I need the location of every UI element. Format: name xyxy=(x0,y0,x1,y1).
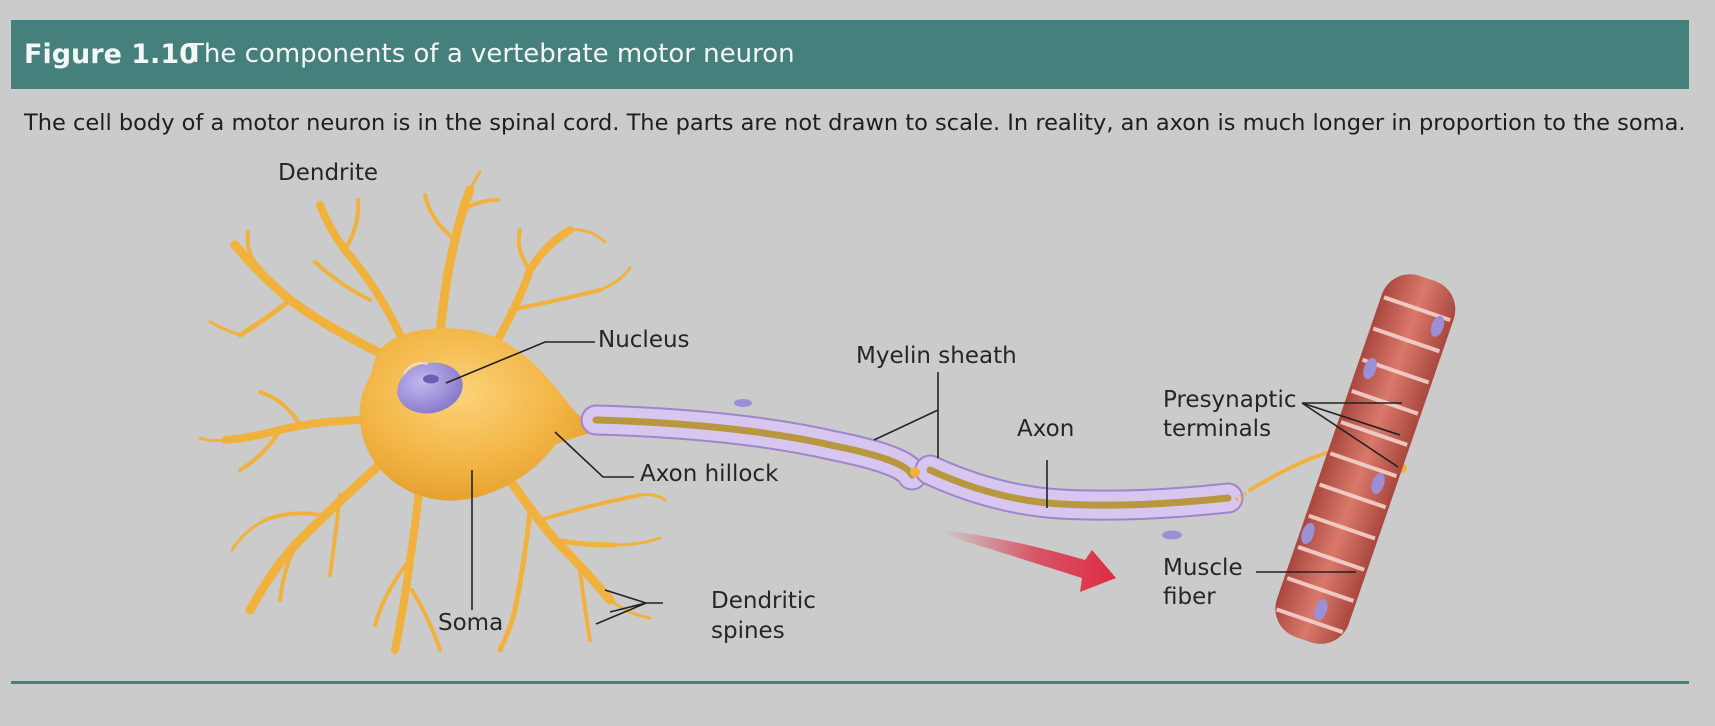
myelin-segment-2 xyxy=(914,454,1244,540)
label-soma: Soma xyxy=(438,610,504,636)
label-nucleus: Nucleus xyxy=(598,327,690,353)
label-muscle-fiber-1: Muscle xyxy=(1163,555,1243,581)
bottom-rule xyxy=(11,681,1689,684)
label-presynaptic-terminals-2: terminals xyxy=(1163,416,1272,442)
soma-body xyxy=(359,328,600,501)
muscle-fiber xyxy=(1275,274,1456,644)
label-presynaptic-terminals-1: Presynaptic xyxy=(1163,387,1297,413)
label-myelin-sheath: Myelin sheath xyxy=(856,343,1017,369)
label-dendrite: Dendrite xyxy=(278,160,379,186)
figure-number: Figure 1.10 xyxy=(24,39,198,70)
label-axon-hillock: Axon hillock xyxy=(640,461,779,487)
dendrites xyxy=(198,170,667,654)
figure-header: Figure 1.10 The components of a vertebra… xyxy=(11,20,1689,89)
label-dendritic-spines-2: spines xyxy=(711,618,785,644)
label-dendritic-spines-1: Dendritic xyxy=(711,588,816,614)
signal-direction-arrow xyxy=(942,530,1116,592)
label-axon: Axon xyxy=(1017,416,1075,442)
label-muscle-fiber-2: fiber xyxy=(1163,584,1216,610)
figure-title: The components of a vertebrate motor neu… xyxy=(188,39,795,69)
myelin-segment-1 xyxy=(580,399,928,491)
figure-caption: The cell body of a motor neuron is in th… xyxy=(24,110,1686,136)
nucleolus xyxy=(423,374,439,384)
nucleus xyxy=(397,362,463,414)
